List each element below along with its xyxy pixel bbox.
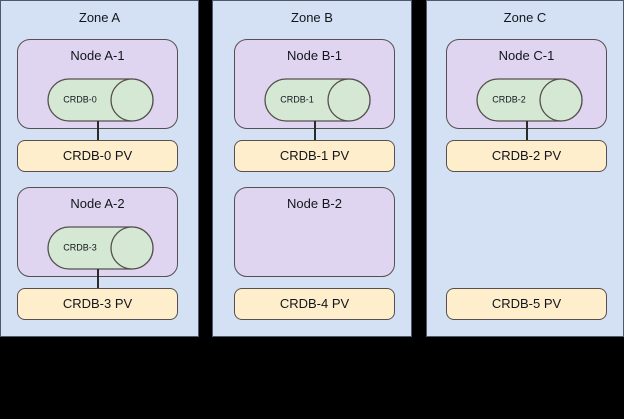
node-title-c-1: Node C-1 xyxy=(498,48,555,63)
pv-box-crdb-0[interactable]: CRDB-0 PV xyxy=(17,140,178,172)
node-box-a-2[interactable]: Node A-2 CRDB-3 xyxy=(17,187,178,277)
pv-label-crdb-5: CRDB-5 PV xyxy=(491,296,562,311)
pv-label-crdb-2: CRDB-2 PV xyxy=(491,148,562,163)
pv-box-crdb-3[interactable]: CRDB-3 PV xyxy=(17,288,178,320)
pv-box-crdb-4[interactable]: CRDB-4 PV xyxy=(234,288,395,320)
pv-box-crdb-5[interactable]: CRDB-5 PV xyxy=(446,288,607,320)
connector-crdb-0 xyxy=(97,121,99,142)
pv-label-crdb-4: CRDB-4 PV xyxy=(279,296,350,311)
database-cylinder-crdb-2[interactable]: CRDB-2 xyxy=(476,78,583,122)
pv-box-crdb-1[interactable]: CRDB-1 PV xyxy=(234,140,395,172)
zone-panel-a[interactable]: Zone A Node A-1 CRDB-0 CRDB-0 PV Node A-… xyxy=(0,0,199,337)
zone-title-b: Zone B xyxy=(291,10,333,25)
pv-label-crdb-1: CRDB-1 PV xyxy=(279,148,350,163)
connector-crdb-1 xyxy=(314,121,316,142)
database-cylinder-crdb-3[interactable]: CRDB-3 xyxy=(47,226,154,270)
node-title-b-1: Node B-1 xyxy=(287,48,342,63)
database-cylinder-crdb-0[interactable]: CRDB-0 xyxy=(47,78,154,122)
zone-title-a: Zone A xyxy=(78,10,121,25)
node-box-c-1[interactable]: Node C-1 CRDB-2 xyxy=(446,39,607,129)
connector-crdb-3 xyxy=(97,269,99,290)
connector-crdb-2 xyxy=(526,121,528,142)
database-cylinder-crdb-1[interactable]: CRDB-1 xyxy=(264,78,371,122)
node-box-b-2[interactable]: Node B-2 xyxy=(234,187,395,277)
node-title-b-2: Node B-2 xyxy=(287,196,342,211)
node-title-a-2: Node A-2 xyxy=(70,196,125,211)
node-box-b-1[interactable]: Node B-1 CRDB-1 xyxy=(234,39,395,129)
pv-label-crdb-0: CRDB-0 PV xyxy=(62,148,133,163)
pv-label-crdb-3: CRDB-3 PV xyxy=(62,296,133,311)
zone-title-c: Zone C xyxy=(503,10,547,25)
node-box-a-1[interactable]: Node A-1 CRDB-0 xyxy=(17,39,178,129)
pv-box-crdb-2[interactable]: CRDB-2 PV xyxy=(446,140,607,172)
node-title-a-1: Node A-1 xyxy=(70,48,125,63)
zone-panel-c[interactable]: Zone C Node C-1 CRDB-2 CRDB-2 PV CRDB-5 … xyxy=(426,0,624,337)
zone-panel-b[interactable]: Zone B Node B-1 CRDB-1 CRDB-1 PV Node B-… xyxy=(212,0,412,337)
